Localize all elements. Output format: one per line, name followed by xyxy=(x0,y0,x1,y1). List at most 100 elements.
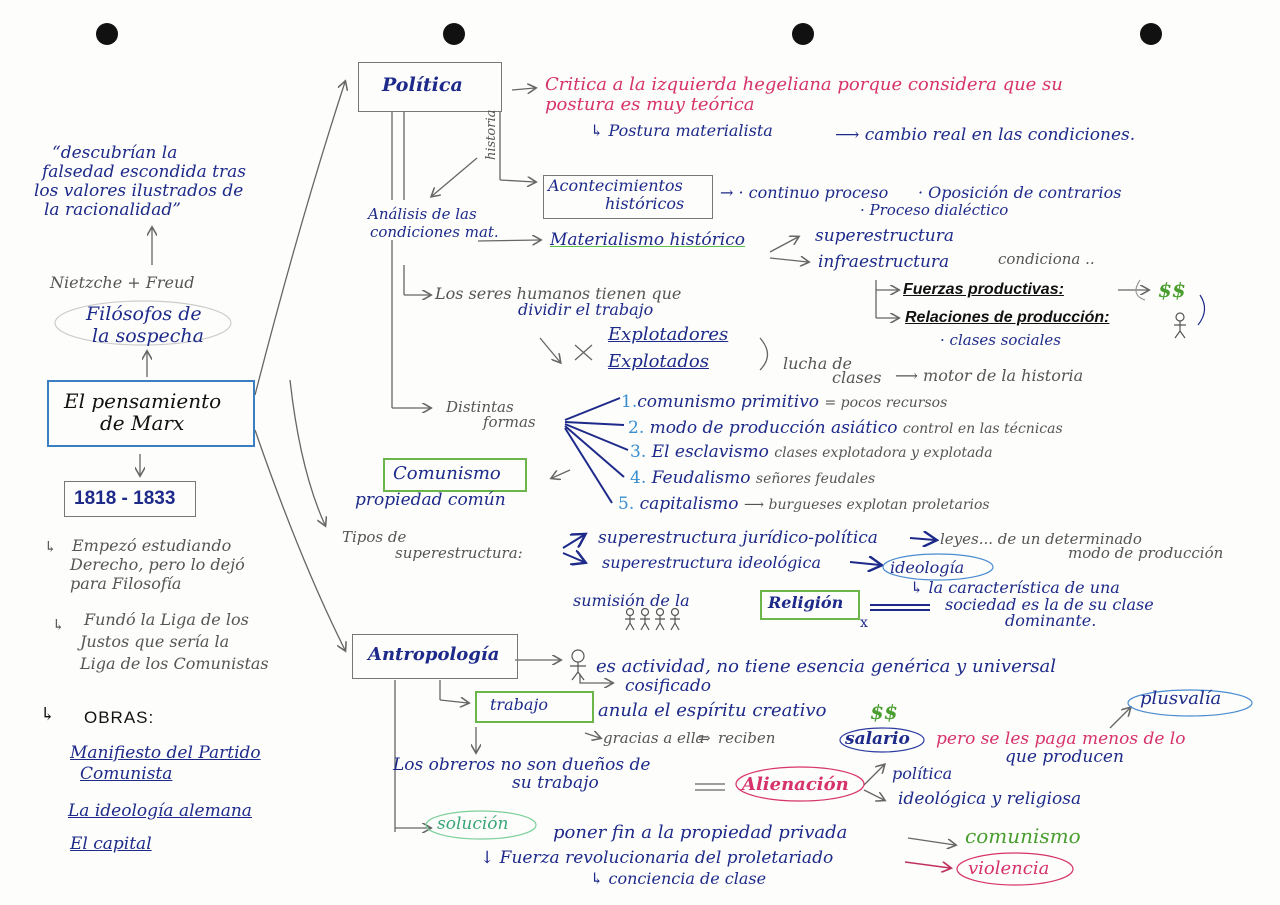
caracteristica-line: ↳ la característica de una xyxy=(910,578,1120,597)
cosificado: cosificado xyxy=(625,676,712,696)
forma-note-arrow: ⟶ xyxy=(743,497,769,513)
forma-name: modo de producción asiático xyxy=(649,418,898,438)
materialismo-historico: Materialismo histórico xyxy=(550,230,745,250)
years-box xyxy=(64,481,196,517)
obreros-line: Los obreros no son dueños de xyxy=(393,755,651,775)
oposicion-contrarios: · Oposición de contrarios xyxy=(918,183,1122,202)
quote-line: la racionalidad” xyxy=(44,200,181,220)
acontecimientos-box xyxy=(543,175,713,219)
punch-hole xyxy=(96,23,118,45)
dialectico-text: Proceso dialéctico xyxy=(869,201,1009,219)
trabajo-box xyxy=(475,691,594,723)
dollar-sign: $$ xyxy=(870,700,898,724)
filosofos-line: la sospecha xyxy=(92,325,204,347)
punch-hole xyxy=(443,23,465,45)
leyes: leyes... de un determinado xyxy=(940,530,1142,548)
x-mark: x xyxy=(860,615,868,631)
obra-title: Manifiesto del Partido xyxy=(70,743,261,763)
analisis-line: Análisis de las xyxy=(368,205,477,223)
fuerza-revolucionaria: ↓ Fuerza revolucionaria del proletariado xyxy=(480,848,834,868)
obra-title: El capital xyxy=(70,834,152,854)
forma-item: 5. capitalismo ⟶ burgueses explotan prol… xyxy=(618,496,990,513)
religion-box xyxy=(760,590,860,620)
antropologia-box xyxy=(352,634,518,679)
dollar-sign: $$ xyxy=(1158,278,1186,302)
pero-menos: pero se les paga menos de lo xyxy=(936,729,1186,749)
seres-line: dividir el trabajo xyxy=(518,300,654,319)
modo-produccion: modo de producción xyxy=(1068,544,1224,562)
poner-fin: poner fin a la propiedad privada xyxy=(553,822,848,843)
religion-label: Religión xyxy=(768,593,844,612)
reciben: reciben xyxy=(718,729,776,747)
es-actividad: es actividad, no tiene esencia genérica … xyxy=(596,656,1057,677)
forma-name: capitalismo xyxy=(639,494,739,514)
distintas-line: Distintas xyxy=(446,398,514,416)
clases-sociales: · clases sociales xyxy=(940,331,1061,349)
critica-line: postura es muy teórica xyxy=(545,94,755,115)
distintas-line: formas xyxy=(483,413,536,431)
bio1-line: Derecho, pero lo dejó xyxy=(70,555,245,574)
obra-title: Comunista xyxy=(80,764,173,784)
quote-line: los valores ilustrados de xyxy=(34,181,244,201)
continuo-proceso: → · continuo proceso xyxy=(720,183,889,202)
explotados: Explotados xyxy=(608,351,709,372)
main-title-box xyxy=(47,380,255,447)
conciencia-clase: ↳ conciencia de clase xyxy=(590,869,767,888)
punch-hole xyxy=(1140,23,1162,45)
politica-title: Política xyxy=(382,74,463,96)
explotadores: Explotadores xyxy=(608,324,729,345)
main-title-line: El pensamiento xyxy=(64,389,222,413)
clases-text: clases sociales xyxy=(949,331,1061,349)
proceso-dialectico: · Proceso dialéctico xyxy=(860,201,1009,219)
antropologia-title: Antropología xyxy=(368,644,500,665)
filosofos-line: Filósofos de xyxy=(86,303,202,325)
violencia: violencia xyxy=(968,858,1050,879)
obra-title: La ideología alemana xyxy=(68,801,252,821)
que-producen: que producen xyxy=(1005,747,1124,767)
ideologia: ideología xyxy=(890,558,965,577)
bio1-line: Empezó estudiando xyxy=(72,536,232,555)
solucion: solución xyxy=(437,814,509,834)
cambio-real: ⟶ cambio real en las condiciones. xyxy=(835,125,1136,145)
alienacion-ideologica: ideológica y religiosa xyxy=(898,789,1082,809)
arrow-bio2: ↳ xyxy=(52,616,65,634)
politica-box xyxy=(358,62,502,112)
alienacion: Alienación xyxy=(742,774,849,795)
anula-espiritu: anula el espíritu creativo xyxy=(598,700,827,721)
forma-number: 2. xyxy=(628,418,645,438)
postura-materialista: ↳ Postura materialista xyxy=(590,121,773,140)
quote-line: falsedad escondida tras xyxy=(42,162,246,182)
obras-label: OBRAS: xyxy=(84,708,155,727)
caracteristica-text: la característica de una xyxy=(928,578,1120,597)
cambio-text: cambio real en las condiciones. xyxy=(864,125,1136,145)
forma-number: 4. xyxy=(630,468,647,488)
bio2-line: Justos que sería la xyxy=(80,632,230,651)
forma-number: 5. xyxy=(618,494,635,514)
arrow-reciben: ⇒ xyxy=(698,729,711,747)
superestructura-ideologica: superestructura ideológica xyxy=(602,553,821,572)
acontecimientos-line: históricos xyxy=(605,194,685,213)
forma-name: comunismo primitivo xyxy=(637,392,820,412)
continuo-text: continuo proceso xyxy=(748,183,889,202)
forma-name: El esclavismo xyxy=(651,442,769,462)
analisis-line: condiciones mat. xyxy=(370,223,499,241)
acontecimientos-line: Acontecimientos xyxy=(548,176,683,195)
main-title-line: de Marx xyxy=(100,411,185,435)
forma-item: 1.comunismo primitivo = pocos recursos xyxy=(621,394,947,411)
postura-text: Postura materialista xyxy=(608,121,773,140)
forma-item: 4. Feudalismo señores feudales xyxy=(630,470,875,487)
nietzsche-freud: Nietzche + Freud xyxy=(50,273,195,292)
forma-item: 3. El esclavismo clases explotadora y ex… xyxy=(630,444,993,461)
seres-line: Los seres humanos tienen que xyxy=(435,284,682,303)
years: 1818 - 1833 xyxy=(74,488,176,509)
comunismo-final: comunismo xyxy=(965,824,1081,848)
relaciones-produccion: Relaciones de producción: xyxy=(905,309,1110,326)
conciencia-text: conciencia de clase xyxy=(608,869,767,888)
alienacion-politica: política xyxy=(892,764,953,783)
trabajo-label: trabajo xyxy=(490,695,548,714)
arrow-bio1: ↳ xyxy=(44,538,57,556)
forma-note: = pocos recursos xyxy=(824,395,948,411)
plusvalia: plusvalía xyxy=(1140,688,1222,709)
gracias-ella: gracias a ella xyxy=(603,729,705,747)
